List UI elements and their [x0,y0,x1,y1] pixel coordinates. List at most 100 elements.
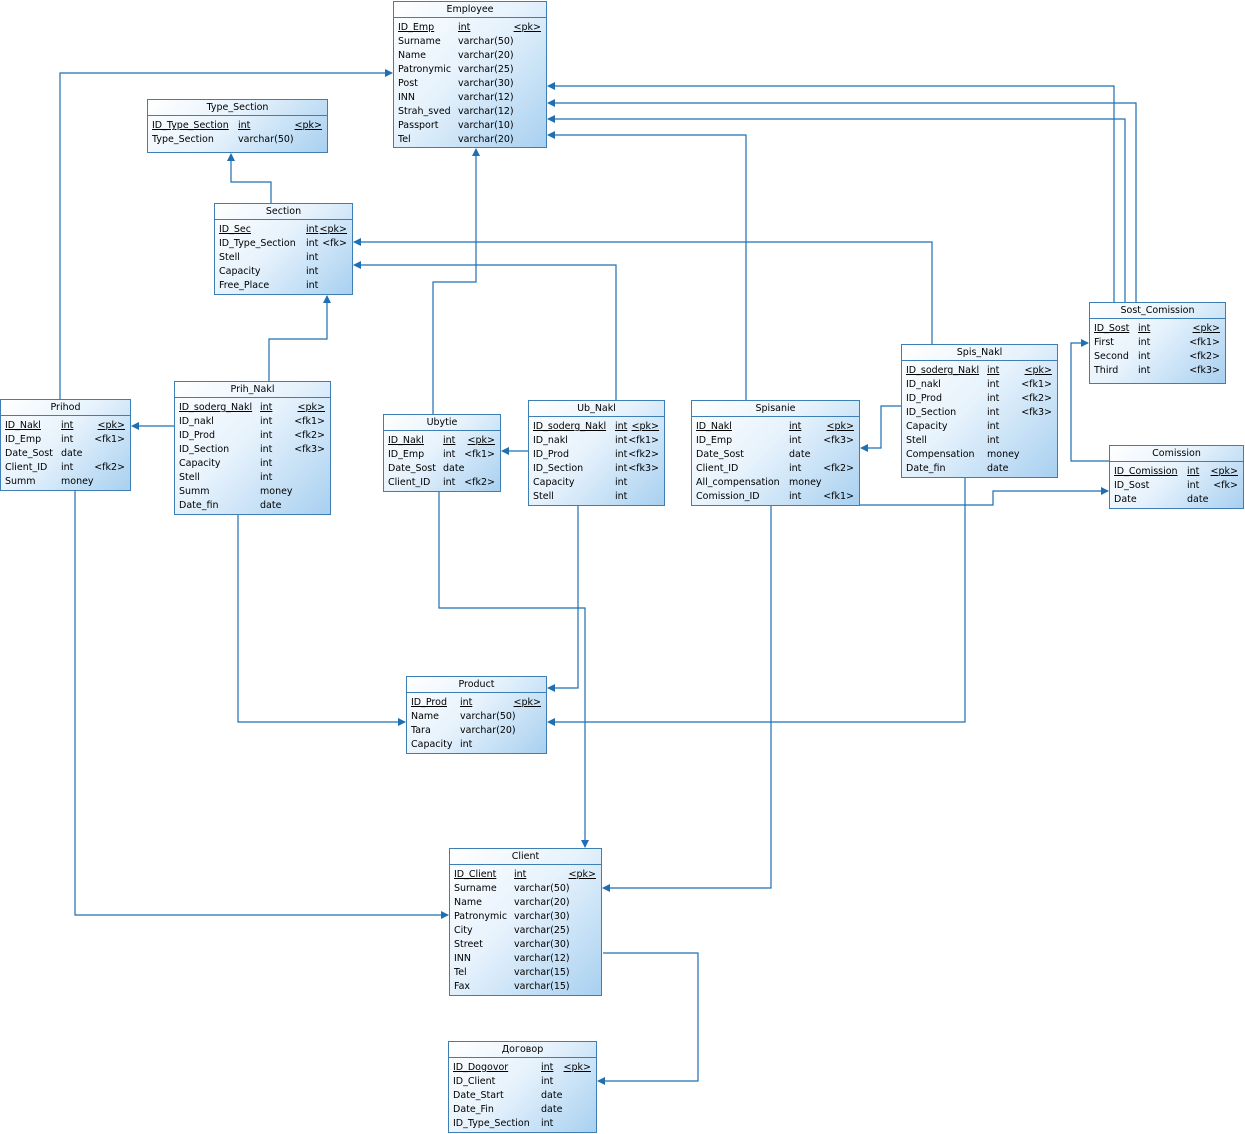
field-type: varchar(20) [458,50,514,61]
field-name: Passport [398,120,439,131]
field-name: Patronymic [398,64,452,75]
field-row: Summ money [175,485,330,499]
field-type: int [615,491,628,502]
field-type: varchar(25) [514,925,570,936]
field-type: date [789,449,811,460]
field-key: <fk3> [1021,407,1052,418]
field-key: <fk2> [464,477,495,488]
field-type: int [458,22,471,33]
relation-sost-employee-3 [547,115,1126,302]
field-type: money [987,449,1020,460]
entity-title: Section [215,204,352,220]
field-key: <fk3> [823,435,854,446]
field-type: int [789,491,802,502]
field-type: int [443,435,456,446]
field-type: varchar(50) [238,134,294,145]
field-type: int [260,402,273,413]
field-type: int [238,120,251,131]
field-type: int [541,1076,554,1087]
field-type: money [260,486,293,497]
entity-title: Prihod [1,400,130,416]
field-name: Tel [454,967,467,978]
field-type: varchar(20) [514,897,570,908]
field-name: All_compensation [696,477,780,488]
field-type: int [615,435,628,446]
relation-prihod-employee [59,69,393,399]
field-type: int [615,463,628,474]
field-type: int [789,421,802,432]
field-key: <pk> [467,435,495,446]
field-type: varchar(30) [514,939,570,950]
field-name: Stell [906,435,927,446]
field-key: <pk> [513,22,541,33]
field-type: int [987,435,1000,446]
field-name: Capacity [219,266,261,277]
entity-title: Product [407,677,546,693]
field-key: <fk1> [823,491,854,502]
field-name: Second [1094,351,1129,362]
field-name: Post [398,78,418,89]
relation-ubytie-employee [432,148,480,414]
field-name: Capacity [411,739,453,750]
field-name: Comission_ID [696,491,760,502]
field-type: int [1138,351,1151,362]
relation-spisnakl-product [547,478,966,726]
relation-prihnakl-section [268,295,331,381]
field-name: ID_nakl [906,379,941,390]
field-key: <fk1> [94,434,125,445]
field-type: varchar(50) [460,711,516,722]
relation-spisanie-comission [860,487,1109,506]
field-type: int [987,365,1000,376]
field-name: ID_Client [454,869,497,880]
field-name: Summ [179,486,210,497]
field-name: ID_Dogovor [453,1062,509,1073]
field-name: INN [454,953,472,964]
relation-sost-employee-2 [547,99,1137,302]
field-name: ID_Client [453,1076,496,1087]
field-name: Date_Sost [5,448,53,459]
field-type: int [1138,337,1151,348]
field-name: ID_Sost [1114,480,1150,491]
entity-title: Employee [394,2,546,18]
entity-title: Spis_Nakl [902,345,1057,361]
field-type: date [541,1104,563,1115]
field-key: <fk2> [1189,351,1220,362]
